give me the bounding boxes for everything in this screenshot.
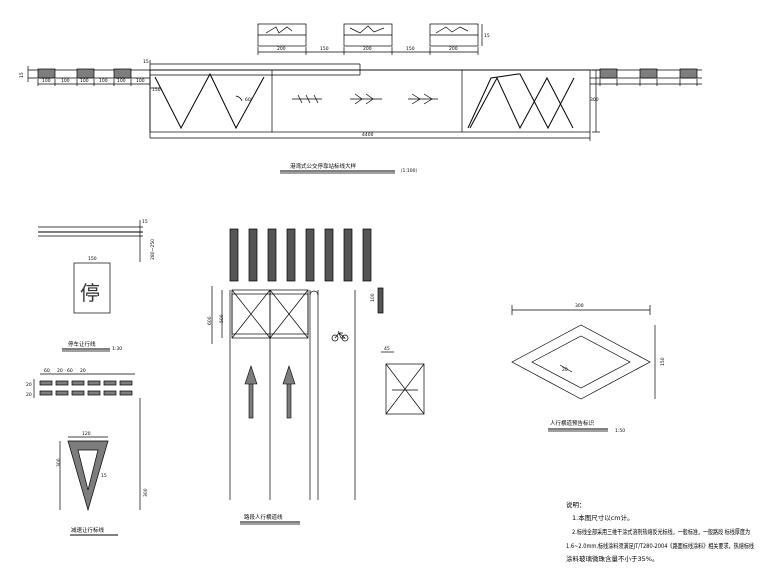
dim-label: 150 bbox=[152, 87, 161, 93]
bus-text-arrow bbox=[408, 93, 438, 105]
dim-label: 500 bbox=[219, 314, 225, 323]
dim-label: 60 bbox=[67, 368, 73, 374]
bus-text-arrow bbox=[292, 94, 322, 104]
small-cross-box: 45 bbox=[381, 346, 425, 415]
dim-label: 150 bbox=[320, 46, 329, 52]
stop-line-title: 停车让行线 bbox=[68, 340, 96, 348]
dashed-marking-block bbox=[113, 68, 132, 79]
dim-label: 100 bbox=[99, 78, 108, 84]
crosswalk-title: 路段人行横道线 bbox=[244, 513, 283, 521]
notes-heading: 说明： bbox=[566, 500, 586, 509]
dashed-marking-block bbox=[76, 68, 95, 79]
diamond-detail: 300 20 150 人行横道预告标识 1:50 bbox=[511, 303, 666, 434]
stop-line-detail: 15 280~250 150 停 停车让行线 1:30 bbox=[38, 219, 156, 352]
plan-scale: （1:100） bbox=[398, 168, 420, 174]
crosswalk-stripe bbox=[286, 228, 296, 282]
bus-symbol-box bbox=[257, 23, 307, 47]
bus-symbol-box bbox=[429, 23, 479, 47]
dim-label: 100 bbox=[370, 293, 376, 302]
bus-text-arrow bbox=[350, 93, 382, 105]
yield-line-detail: 60 20 60 20 20 20 300 120 15 bbox=[26, 368, 149, 536]
dim-label: 300 bbox=[56, 458, 62, 467]
crosswalk-detail: 600 500 100 路段人行横道线 bbox=[207, 228, 384, 525]
dim-label: 20 bbox=[562, 367, 568, 373]
dim-label: 100 bbox=[117, 78, 126, 84]
bus-bay-plan: 100 100 100 100 100 100 15 4400 60° 150 … bbox=[19, 23, 702, 174]
dim-label: 600 bbox=[207, 316, 213, 325]
zigzag-marking bbox=[154, 72, 265, 130]
crosswalk-stripe bbox=[305, 228, 315, 282]
bus-symbol-box bbox=[343, 23, 393, 47]
dim-label: 280~250 bbox=[150, 239, 156, 260]
dim-bay-depth: 300 bbox=[590, 97, 599, 103]
stripe-stub bbox=[377, 287, 384, 314]
zigzag-marking bbox=[469, 76, 574, 130]
dim-label: 100 bbox=[61, 78, 70, 84]
notes-block: 说明： 1.本图尺寸以cm计。 2.标线全部采用三维干涂式溶剂热熔反光标线，一般… bbox=[566, 500, 754, 563]
dim-label: 20 bbox=[26, 392, 32, 398]
dashed-marking-block bbox=[37, 68, 56, 79]
notes-line: 1.本图尺寸以cm计。 bbox=[572, 513, 634, 522]
bicycle-icon bbox=[331, 330, 349, 342]
dim-bay-length: 4400 bbox=[362, 132, 374, 138]
dim-label: 300 bbox=[143, 488, 149, 497]
stop-line-scale: 1:30 bbox=[112, 346, 122, 352]
dim-label: 100 bbox=[136, 78, 145, 84]
dim-label: 100 bbox=[42, 78, 51, 84]
crosswalk-stripe bbox=[324, 228, 334, 282]
bus-bay-box bbox=[149, 69, 591, 133]
dim-label: 300 bbox=[575, 303, 584, 309]
dim-label: 20 bbox=[57, 368, 63, 374]
notes-line: 1.6~2.0mm,标线涂料须满足JT/T280-2004《路面标线涂料》相关要… bbox=[566, 541, 754, 550]
dashed-marking-block bbox=[639, 68, 658, 79]
straight-arrow bbox=[244, 365, 258, 419]
dim-label: 20 bbox=[80, 368, 86, 374]
yield-dash-row bbox=[39, 380, 133, 396]
dim-label: 150 bbox=[406, 46, 415, 52]
stop-char: 停 bbox=[80, 281, 100, 305]
stop-char-box bbox=[73, 262, 111, 314]
dim-label: 200 bbox=[363, 46, 372, 52]
diamond-scale: 1:50 bbox=[615, 428, 625, 434]
dim-label: 15 bbox=[484, 33, 490, 39]
dim-label: 150 bbox=[660, 357, 666, 366]
dim-label: 15 bbox=[142, 219, 148, 225]
dim-label: 45 bbox=[384, 346, 390, 352]
crosswalk-stripe bbox=[267, 228, 277, 282]
crosswalk-stripe bbox=[362, 228, 372, 282]
dim-label: 120 bbox=[82, 431, 91, 437]
crosswalk-stripe bbox=[248, 228, 258, 282]
dim-label: 60 bbox=[44, 368, 50, 374]
diamond-outer bbox=[511, 324, 651, 400]
dashed-marking-block bbox=[679, 68, 698, 79]
dim-label: 20 bbox=[26, 382, 32, 388]
dim-label: 200 bbox=[449, 46, 458, 52]
straight-arrow bbox=[282, 365, 296, 419]
dim-label: 15 bbox=[19, 72, 25, 78]
notes-line: 2.标线全部采用三维干涂式溶剂热熔反光标线，一般标准，一般路段 标线厚度为 bbox=[572, 527, 750, 536]
crosswalk-stripe bbox=[229, 228, 239, 282]
dashed-marking-block bbox=[599, 68, 618, 79]
dim-label: 15 bbox=[143, 59, 149, 65]
dim-label: 150 bbox=[88, 256, 97, 262]
yield-line-title: 减速让行标线 bbox=[71, 526, 105, 534]
notes-line: 涂料玻璃微珠含量不小于35%。 bbox=[566, 554, 658, 563]
diamond-inner bbox=[531, 335, 631, 389]
diamond-title: 人行横道预告标识 bbox=[550, 419, 595, 427]
crosswalk-stripe bbox=[343, 228, 353, 282]
dim-label: 15 bbox=[101, 473, 107, 479]
dim-label: 200 bbox=[277, 46, 286, 52]
plan-title: 港湾式公交停靠站标线大样 bbox=[290, 162, 357, 170]
dim-label: 100 bbox=[80, 78, 89, 84]
angle-label: 60° bbox=[245, 97, 253, 103]
